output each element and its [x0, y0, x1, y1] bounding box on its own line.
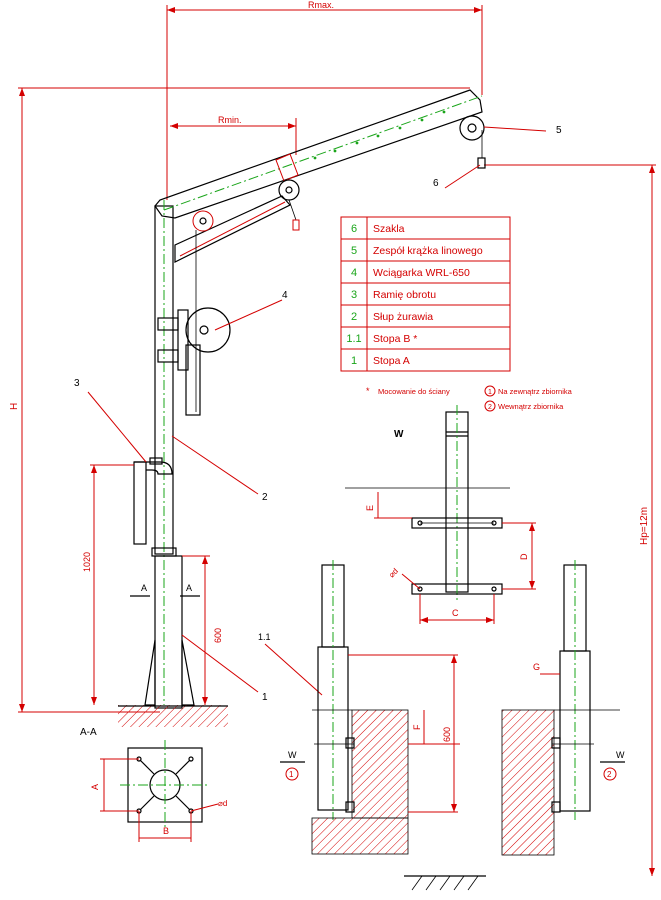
- dim-600-main: 600: [182, 555, 223, 705]
- note-wall-mount: Mocowanie do ściany: [378, 387, 450, 396]
- section-a-a: A-A A B ⌀d: [80, 727, 227, 842]
- legend-num: 2: [351, 311, 357, 323]
- note-1-text: Na zewnątrz zbiornika: [498, 387, 573, 396]
- dim-1020-label: 1020: [82, 552, 92, 572]
- callout-5: 5: [556, 125, 562, 136]
- legend-num: 6: [351, 223, 357, 235]
- dim-f-label: F: [412, 724, 422, 730]
- detail-left: F 600 W 1: [280, 560, 460, 855]
- rmax-label: Rmax.: [308, 0, 334, 10]
- view-w-right: W: [616, 750, 625, 760]
- legend-text: Wciągarka WRL-650: [373, 267, 470, 279]
- view-w-detail: W E D C ⌀d: [345, 405, 536, 624]
- callout-3: 3: [74, 378, 80, 389]
- legend-text: Szakla: [373, 223, 405, 235]
- rmin-dimension: Rmin.: [170, 115, 297, 155]
- view-w-left: W: [288, 750, 297, 760]
- dim-c-label: C: [452, 608, 459, 618]
- dim-g-label: G: [533, 662, 540, 672]
- height-dimension: H: [9, 87, 470, 713]
- rmax-dimension: Rmax.: [166, 0, 483, 200]
- legend-table: 6 Szakla 5 Zespół krążka linowego 4 Wcią…: [340, 216, 511, 372]
- height-label: H: [9, 403, 20, 410]
- legend-num: 1: [351, 355, 357, 367]
- dim-d-main-label: ⌀d: [218, 799, 227, 808]
- legend-text: Stopa B *: [373, 333, 417, 345]
- dim-b-label: B: [163, 826, 169, 836]
- legend-text: Zespół krążka linowego: [373, 245, 483, 257]
- section-title: A-A: [80, 727, 97, 738]
- ground-hatch: [404, 875, 486, 891]
- dim-a-label: A: [90, 784, 100, 790]
- legend-notes: * Mocowanie do ściany 1 Na zewnątrz zbio…: [366, 385, 573, 412]
- dim-d-label: D: [519, 553, 529, 560]
- crane-main: [118, 89, 486, 727]
- callout-4: 4: [282, 290, 288, 301]
- note-star: *: [366, 386, 370, 396]
- dim-d-detail-label: ⌀d: [387, 566, 400, 579]
- note-2-text: Wewnątrz zbiornika: [498, 402, 564, 411]
- note-1-num: 1: [488, 389, 492, 396]
- section-mark-right: A: [186, 583, 192, 593]
- section-mark-left: A: [141, 583, 147, 593]
- legend-num: 3: [351, 289, 357, 301]
- callout-1-1: 1.1: [258, 632, 271, 642]
- detail-right: G W 2: [501, 560, 625, 856]
- rmin-label: Rmin.: [218, 115, 242, 125]
- callout-1: 1: [262, 692, 268, 703]
- hp-label: Hp=12m: [639, 507, 650, 545]
- section-marks: A A: [130, 583, 200, 597]
- legend-text: Ramię obrotu: [373, 289, 436, 301]
- callouts: 5 6 4 3 2 1 1.1: [74, 125, 562, 703]
- dim-1020: 1020: [82, 464, 134, 705]
- legend-num: 4: [351, 267, 357, 279]
- dim-e-label: E: [365, 505, 375, 511]
- circ-1: 1: [289, 770, 294, 779]
- callout-6: 6: [433, 178, 439, 189]
- legend-num: 1.1: [346, 333, 361, 345]
- view-w-label: W: [394, 429, 404, 440]
- note-2-num: 2: [488, 404, 492, 411]
- dim-600-main-label: 600: [213, 628, 223, 643]
- dim-600-detail-label: 600: [442, 727, 452, 742]
- callout-2: 2: [262, 492, 268, 503]
- legend-text: Stopa A: [373, 355, 410, 367]
- legend-num: 5: [351, 245, 357, 257]
- legend-text: Słup żurawia: [373, 311, 433, 323]
- circ-2: 2: [607, 770, 612, 779]
- hp-dimension: Hp=12m: [484, 164, 656, 876]
